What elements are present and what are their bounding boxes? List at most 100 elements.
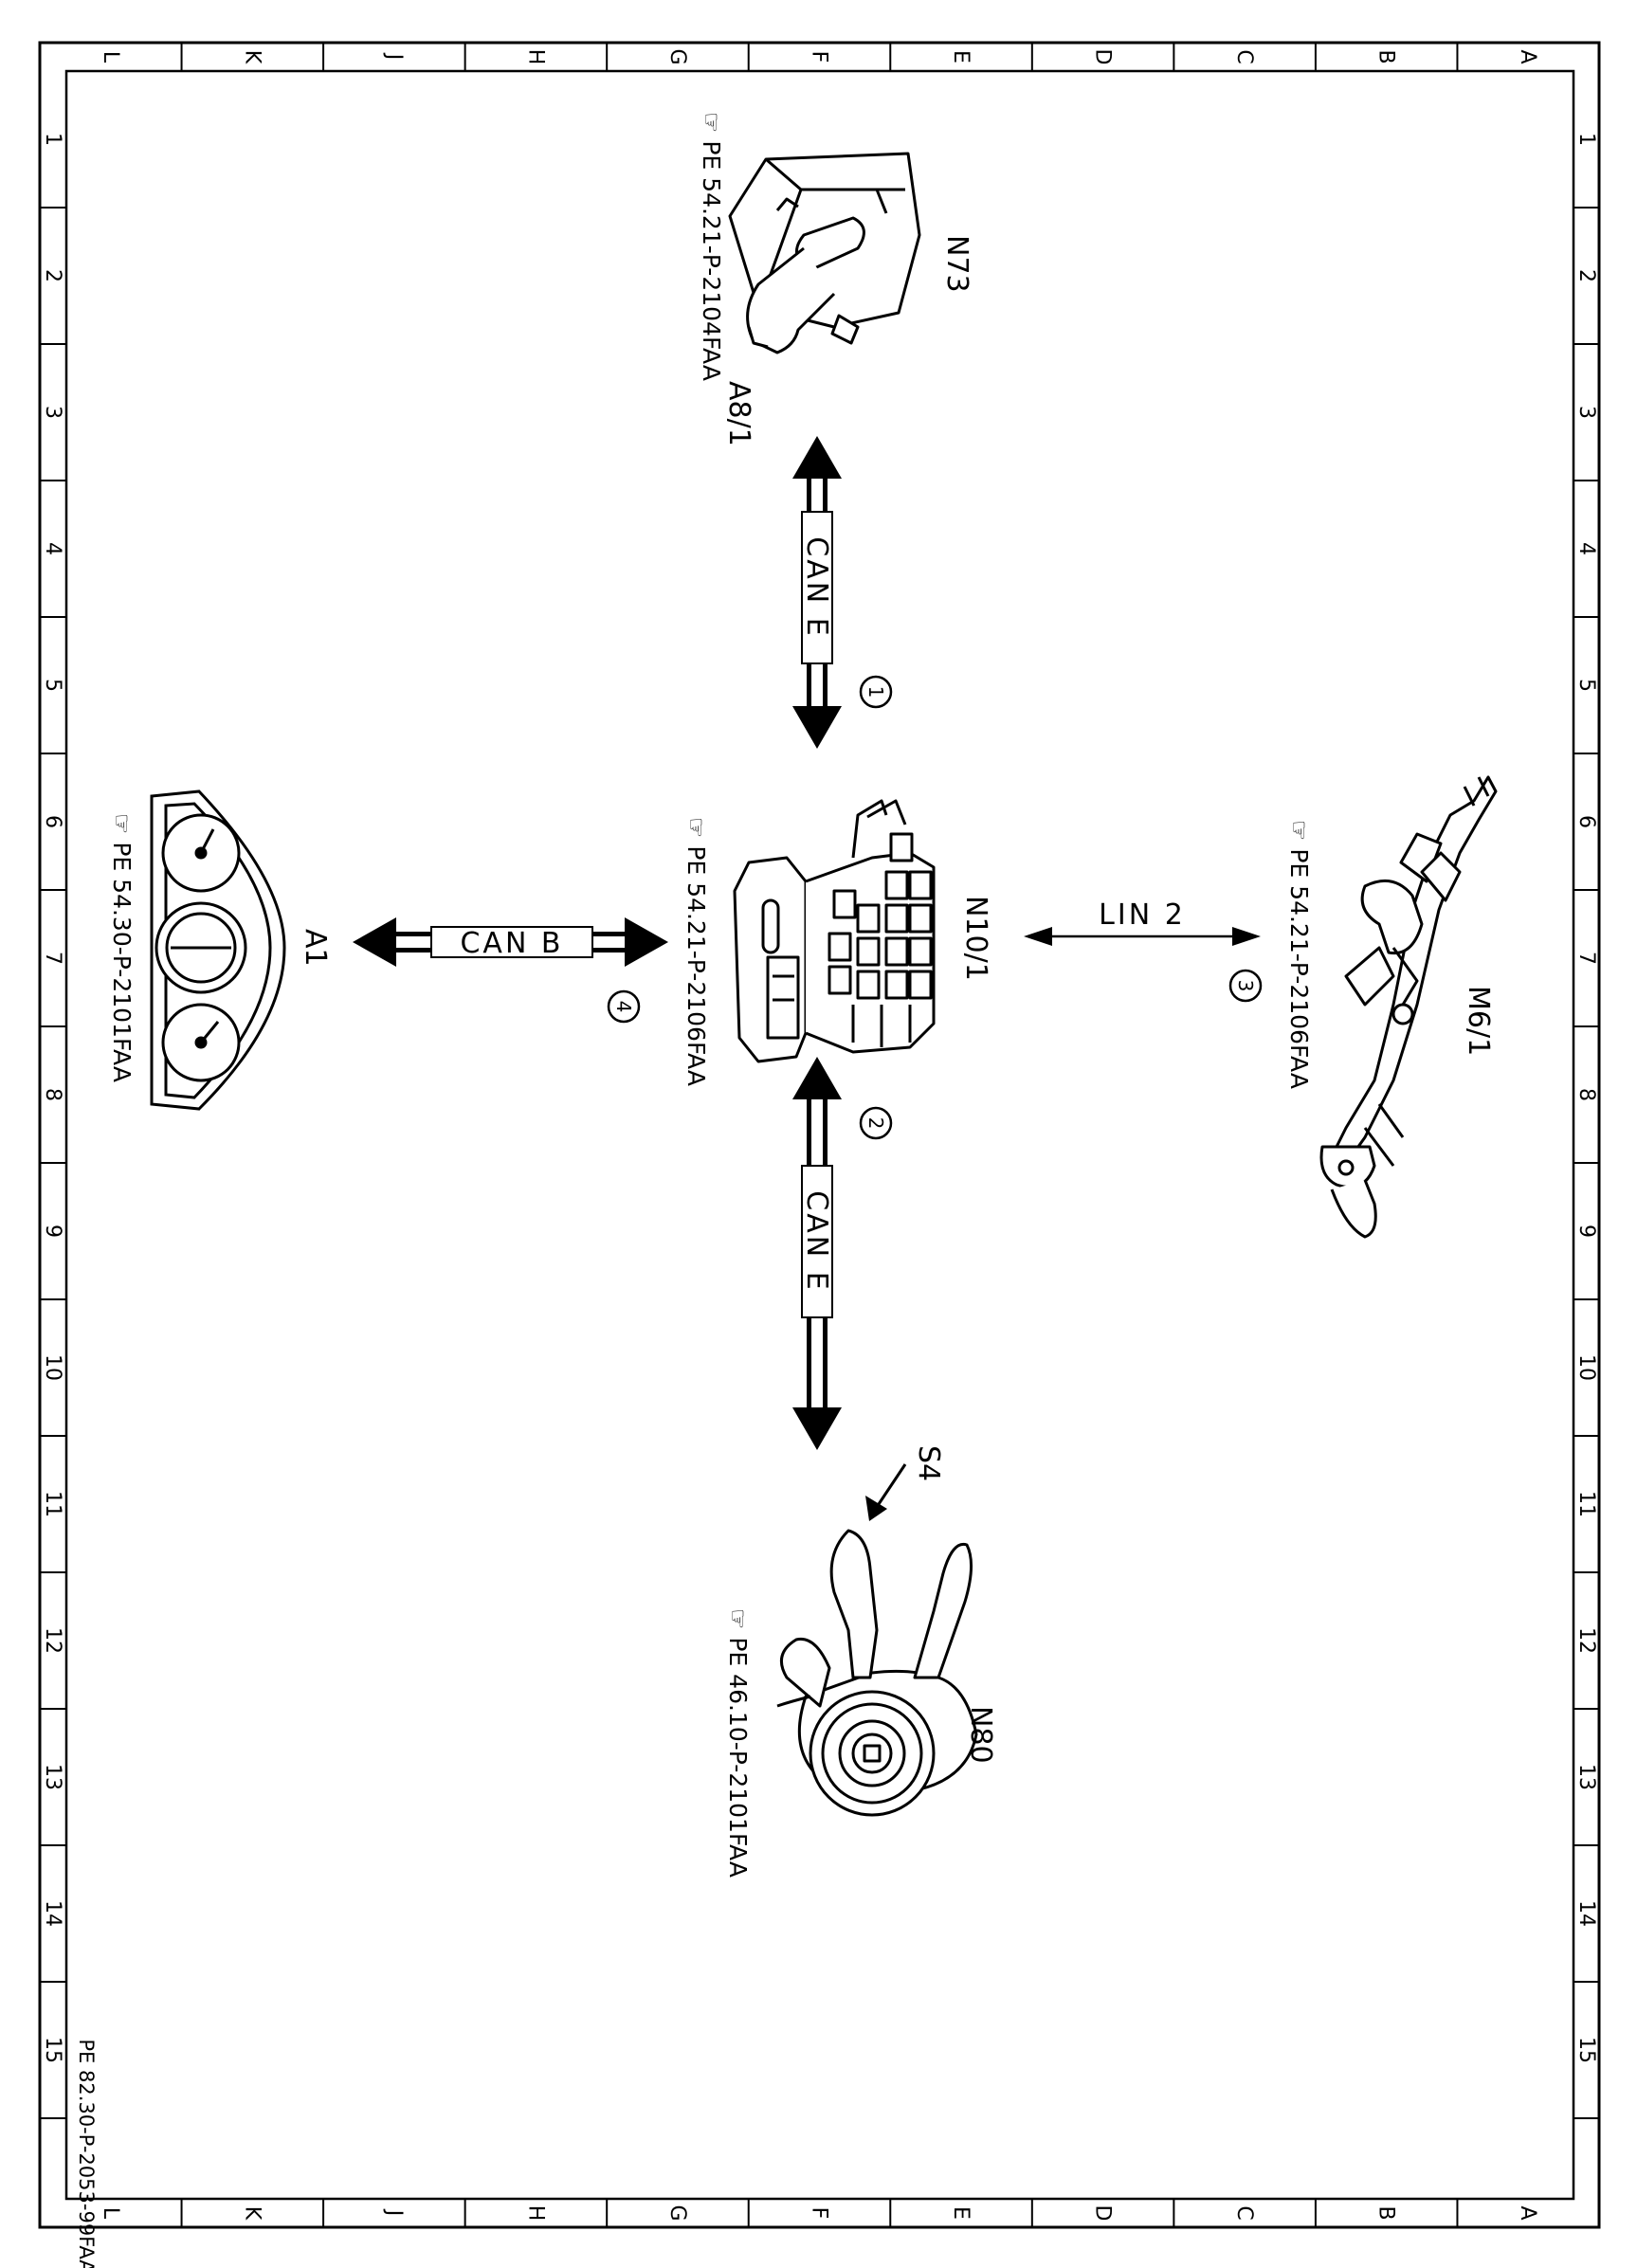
n10-1-control-unit-icon (733, 799, 936, 1063)
row-number: 9 (41, 1225, 64, 1238)
column-letter: C (1232, 2205, 1256, 2220)
column-letter: D (1091, 49, 1115, 65)
n80-reference: ☞ PE 46.10-P-2101FAA (724, 1608, 752, 1878)
column-letter: K (240, 50, 264, 64)
row-number: 10 (1574, 1354, 1598, 1381)
outer-frame (38, 41, 1601, 2229)
marker-1: 1 (864, 686, 887, 699)
lin-2-link: LIN 2 (1024, 898, 1261, 946)
row-number: 2 (1574, 269, 1598, 282)
column-letter: F (808, 2207, 831, 2220)
row-number: 7 (1574, 952, 1598, 965)
row-number: 12 (41, 1627, 64, 1654)
arrow-icon (865, 1496, 887, 1521)
column-letter: E (949, 2206, 973, 2220)
row-number: 3 (41, 406, 64, 419)
can-e-link-bottom: CAN E (792, 1057, 842, 1450)
row-number: 4 (41, 542, 64, 555)
can-b-link: CAN B (353, 917, 668, 967)
column-letter: J (382, 2208, 406, 2217)
reference-hand-icon: ☞ (108, 813, 136, 842)
n80-steering-column-module-icon (776, 1529, 978, 1817)
row-number: 14 (1574, 1900, 1598, 1927)
s4-pointer-arrow (865, 1463, 907, 1521)
arrow-down-icon (792, 1407, 842, 1450)
m6-1-code: M6/1 (1462, 986, 1495, 1056)
row-number: 8 (1574, 1088, 1598, 1101)
arrow-left-icon (353, 917, 396, 967)
column-letter: L (99, 51, 122, 64)
row-number: 6 (1574, 815, 1598, 828)
marker-3: 3 (1234, 980, 1257, 992)
row-number: 8 (41, 1088, 64, 1101)
column-letter: C (1232, 49, 1256, 64)
reference-hand-icon: ☞ (724, 1608, 752, 1637)
marker-1-circle (859, 675, 893, 709)
can-e-label-bottom: CAN E (800, 1190, 833, 1292)
row-number: 13 (1574, 1764, 1598, 1790)
can-b-label: CAN B (460, 927, 563, 960)
column-letter: B (1374, 49, 1398, 64)
s4-code: S4 (912, 1445, 945, 1481)
row-number: 5 (1574, 679, 1598, 692)
arrow-right-icon (1232, 927, 1261, 946)
column-letter: G (665, 2204, 689, 2221)
a1-instrument-cluster-icon (150, 789, 286, 1111)
row-number: 13 (41, 1764, 64, 1790)
row-number: 15 (41, 2037, 64, 2063)
n10-1-code: N10/1 (959, 896, 992, 981)
arrow-down-icon (792, 706, 842, 749)
row-number: 15 (1574, 2037, 1598, 2063)
marker-4: 4 (612, 1001, 635, 1013)
arrow-up-icon (792, 1057, 842, 1099)
column-letter: H (523, 2205, 547, 2222)
column-letter: J (382, 52, 406, 61)
m6-1-wiper-motor-icon (1319, 775, 1498, 1239)
column-letter: H (523, 49, 547, 65)
n73-ignition-switch-icon (728, 152, 921, 354)
row-number: 4 (1574, 542, 1598, 555)
n10-1-reference: ☞ PE 54.21-P-2106FAA (682, 817, 710, 1086)
n73-code: N73 (940, 235, 973, 293)
n73-sub-code: A8/1 (722, 381, 755, 446)
column-letter: G (665, 48, 689, 64)
row-number: 6 (41, 815, 64, 828)
grid-ticks (40, 43, 1599, 2227)
can-e-label-top: CAN E (800, 536, 833, 638)
arrow-up-icon (792, 436, 842, 479)
row-number: 12 (1574, 1627, 1598, 1654)
row-number: 1 (41, 133, 64, 146)
row-number: 11 (1574, 1491, 1598, 1517)
marker-2-circle (859, 1106, 893, 1140)
column-letter: F (808, 51, 831, 64)
column-letter: E (949, 50, 973, 64)
column-letter: A (1516, 2205, 1539, 2220)
arrow-right-icon (625, 917, 668, 967)
reference-hand-icon: ☞ (682, 817, 710, 845)
row-number: 14 (41, 1900, 64, 1927)
column-letter: B (1374, 2205, 1398, 2220)
row-number: 9 (1574, 1225, 1598, 1238)
marker-4-circle (607, 989, 641, 1024)
row-number: 11 (41, 1491, 64, 1517)
drawing-id: PE 82.30-P-2053-99FAA (75, 2039, 98, 2268)
n73-reference: ☞ PE 54.21-P-2104FAA (698, 112, 725, 381)
column-letter: L (99, 2207, 122, 2220)
arrow-left-icon (1024, 927, 1052, 946)
a1-reference: ☞ PE 54.30-P-2101FAA (108, 813, 136, 1082)
lin-2-label: LIN 2 (1099, 898, 1186, 932)
inner-frame (64, 69, 1575, 2201)
m6-1-reference: ☞ PE 54.21-P-2106FAA (1285, 820, 1313, 1089)
row-number: 5 (41, 679, 64, 692)
a1-code: A1 (299, 929, 332, 967)
column-letter: D (1091, 2205, 1115, 2222)
n80-code: N80 (964, 1706, 997, 1764)
reference-hand-icon: ☞ (1285, 820, 1313, 848)
row-number: 3 (1574, 406, 1598, 419)
column-letter: K (240, 2206, 264, 2221)
reference-hand-icon: ☞ (698, 112, 725, 140)
marker-3-circle (1228, 969, 1263, 1003)
row-number: 10 (41, 1354, 64, 1381)
row-number: 2 (41, 269, 64, 282)
